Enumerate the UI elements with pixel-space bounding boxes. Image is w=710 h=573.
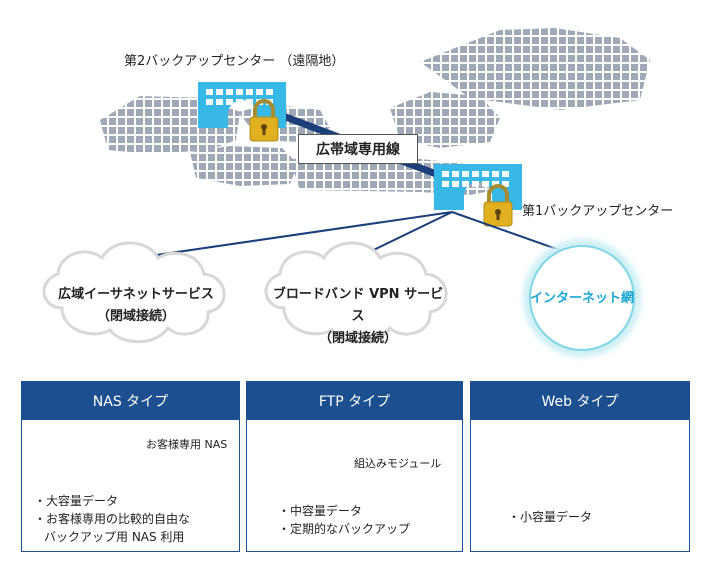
cloud-wide-ethernet-text: 広域イーサネットサービス （閉域接続） (48, 284, 224, 328)
ftp-bullet-list: ・中容量データ ・定期的なバックアップ (278, 502, 410, 538)
web-type-box: Web タイプ (470, 381, 690, 552)
nas-device-label: お客様専用 NAS (146, 438, 228, 451)
internet-label: インターネット網 (530, 291, 635, 306)
nas-bullet-list: ・大容量データ ・お客様専用の比較的自由な バックアップ用 NAS 利用 (34, 492, 190, 546)
nas-bullet-1: ・大容量データ (34, 494, 119, 508)
cloud-broadband-vpn-line1: ブロードバンド VPN サービス (272, 287, 444, 324)
nas-type-box: NAS タイプ (21, 381, 240, 552)
nas-bullet-2: ・お客様専用の比較的自由な (34, 512, 191, 526)
cloud-broadband-vpn-text: ブロードバンド VPN サービス （閉域接続） (268, 284, 448, 350)
dedicated-line-label: 広帯域専用線 (298, 134, 418, 164)
lock-icon-dc1 (483, 184, 513, 227)
internet-circle (523, 239, 641, 357)
cloud-wide-ethernet-line2: （閉域接続） (96, 309, 175, 324)
web-bullet-list: ・小容量データ (508, 508, 592, 526)
ftp-bullet-2: ・定期的なバックアップ (278, 522, 411, 536)
nas-bullet-3: バックアップ用 NAS 利用 (44, 530, 185, 544)
cloud-wide-ethernet (42, 241, 226, 344)
web-bullet-1: ・小容量データ (508, 510, 593, 524)
ftp-type-title: FTP タイプ (247, 382, 462, 420)
cloud-broadband-vpn-line2: （閉域接続） (318, 331, 397, 346)
datacenter1-label: 第1バックアップセンター (522, 204, 674, 219)
web-type-title: Web タイプ (471, 382, 689, 420)
cloud-broadband-vpn (264, 241, 448, 344)
embedded-module-label: 組込みモジュール (354, 457, 442, 470)
datacenter1-building-icon (434, 164, 522, 210)
datacenter2-label: 第2バックアップセンター （遠隔地） (124, 54, 345, 69)
ftp-type-box: FTP タイプ (246, 381, 463, 552)
cloud-wide-ethernet-line1: 広域イーサネットサービス (58, 287, 214, 302)
nas-type-title: NAS タイプ (22, 382, 239, 420)
ftp-bullet-1: ・中容量データ (278, 504, 363, 518)
lock-icon-dc2 (249, 99, 279, 142)
